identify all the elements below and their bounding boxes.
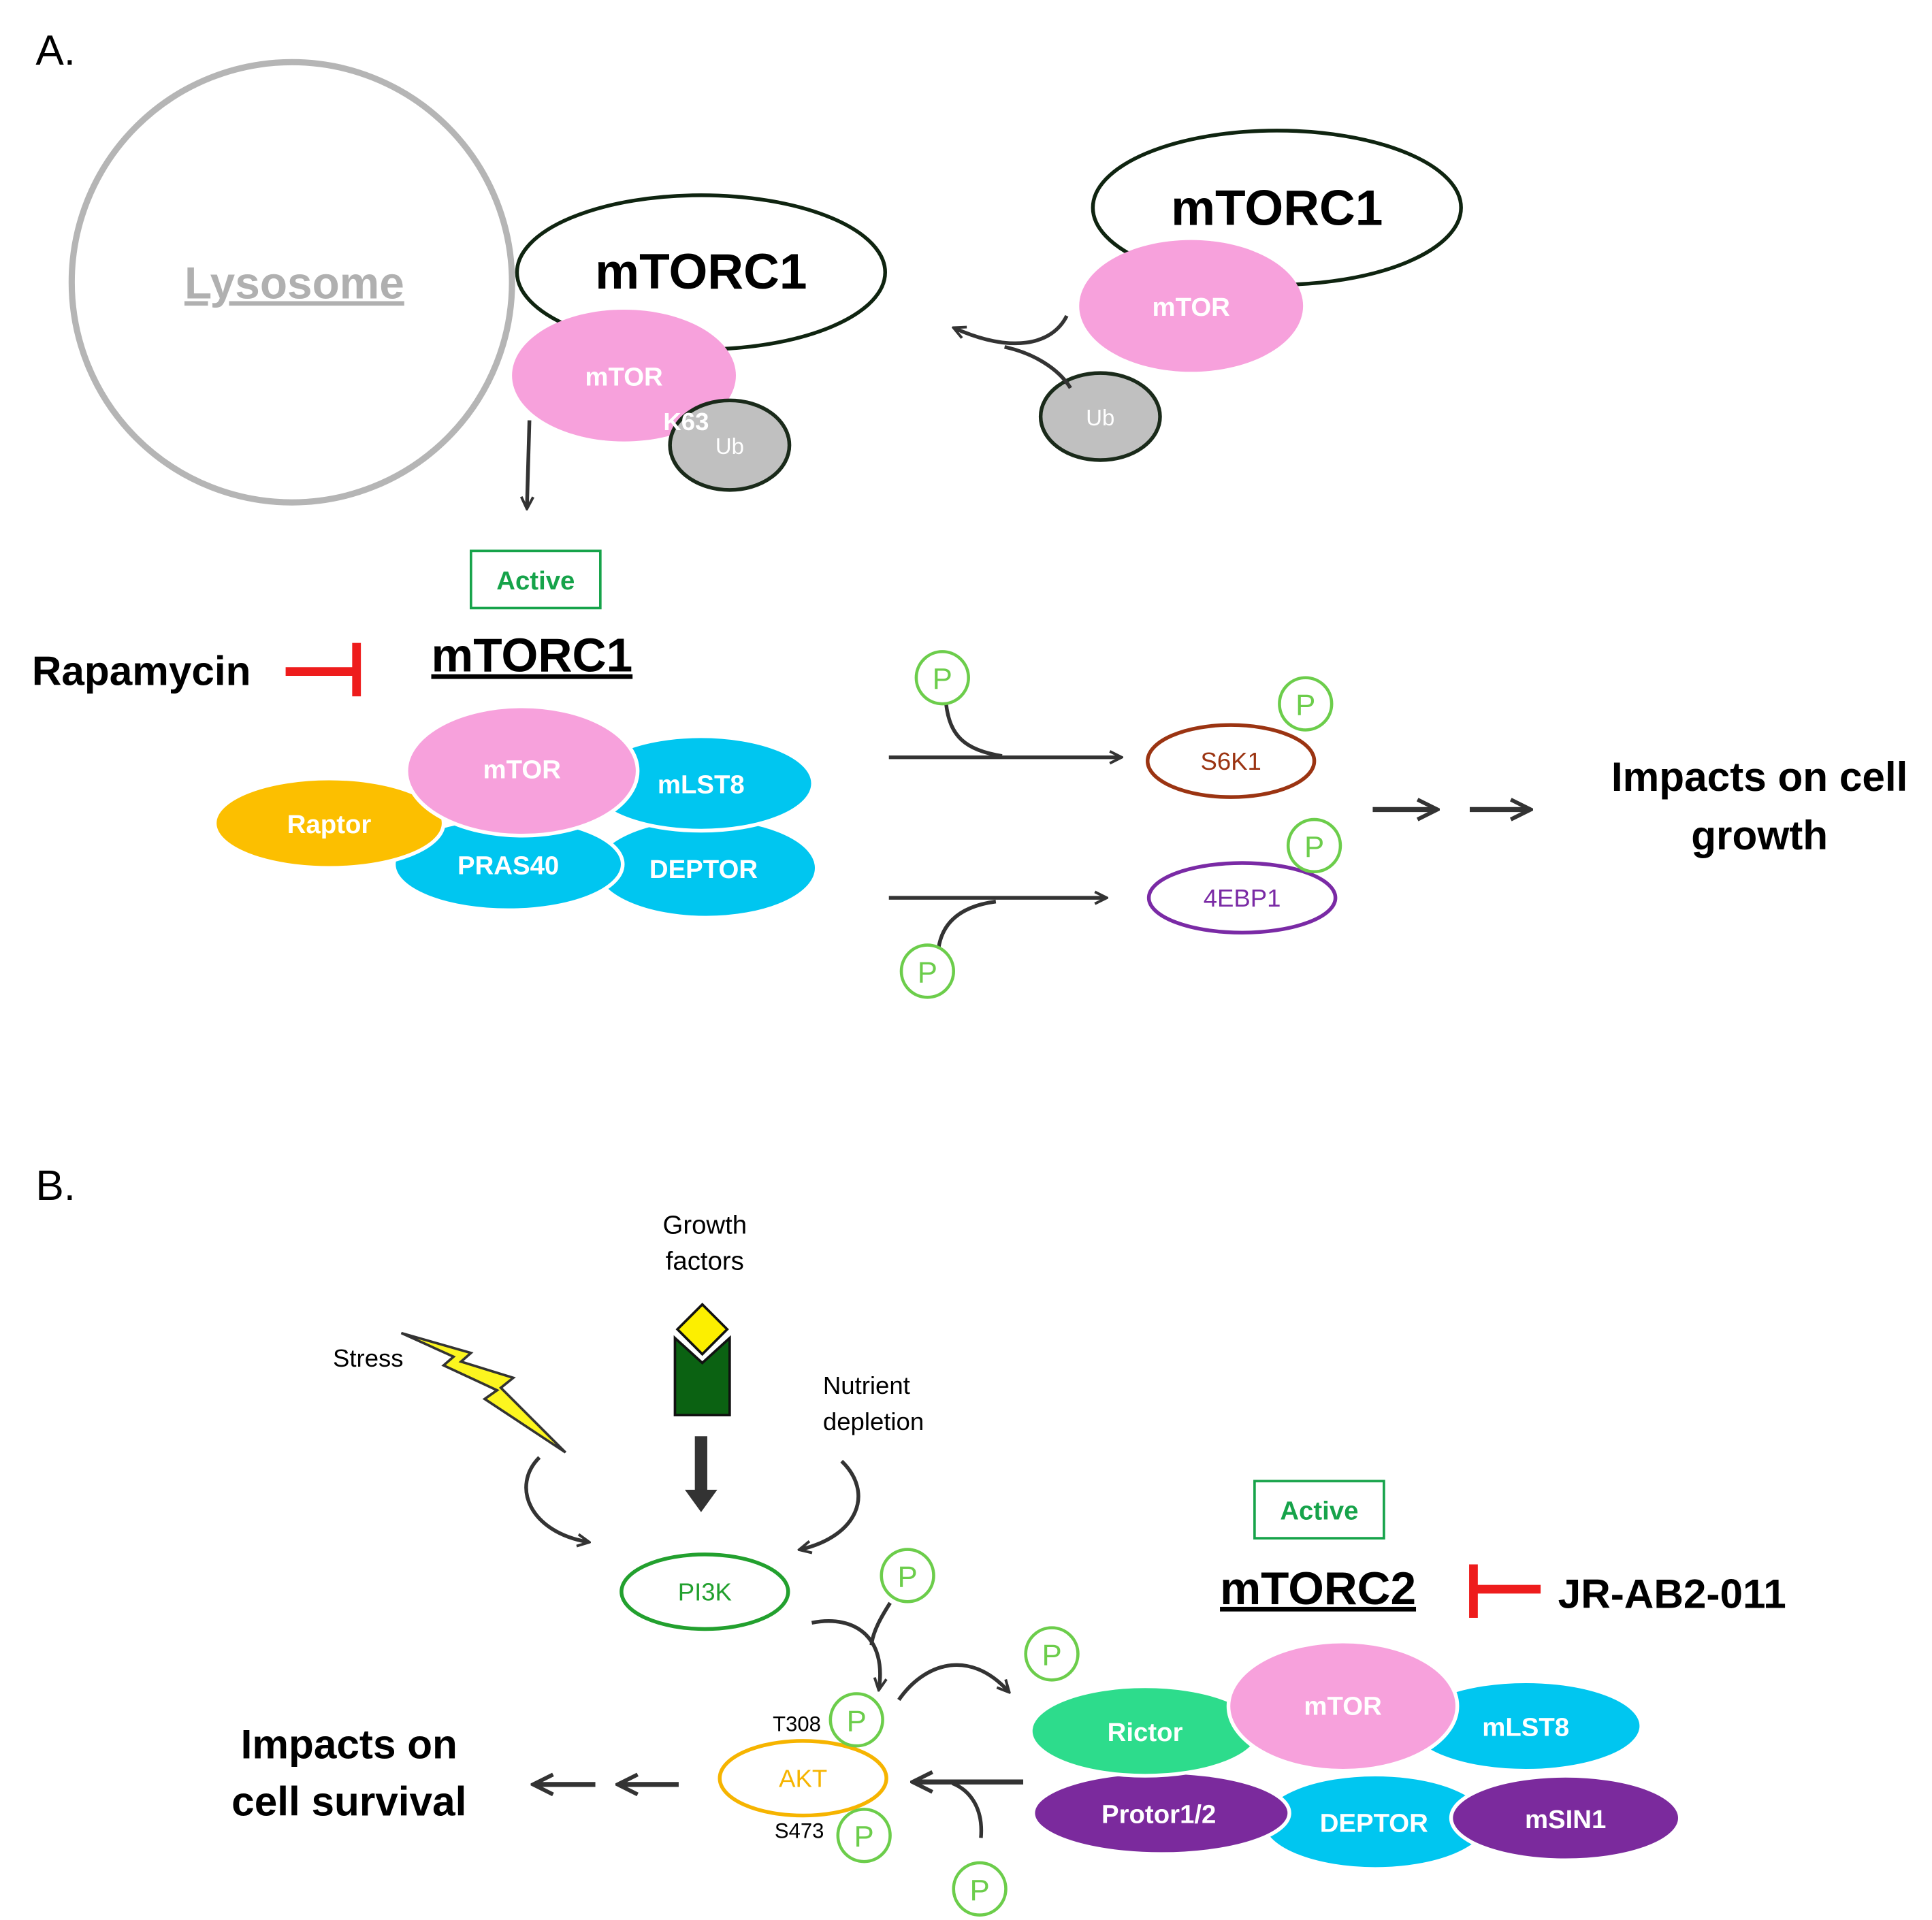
deubiquitination-branch [1004, 345, 1072, 389]
lysosome-membrane [68, 59, 515, 506]
nutrient-line1: Nutrient [823, 1371, 910, 1399]
ubiquitin-icon [1038, 371, 1162, 462]
phosphate-icon [1278, 676, 1334, 732]
protor-label: Protor1/2 [1101, 1800, 1216, 1829]
ubiquitin-icon [668, 398, 792, 492]
mtorc1-label-right: mTORC1 [1171, 181, 1383, 236]
receptor-arrow-head [685, 1489, 718, 1512]
rapamycin-label: Rapamycin [32, 648, 251, 694]
akt-to-mtorc2-arrow [897, 1663, 1008, 1702]
phosphate-label: P [898, 1560, 918, 1593]
ub-label-right: Ub [1086, 405, 1114, 430]
mtor-label-right: mTOR [1153, 293, 1230, 322]
nutrient-line2: depletion [823, 1408, 924, 1435]
impacts-growth-line1: Impacts on cell [1611, 753, 1908, 800]
panel-b-label: B. [35, 1162, 76, 1209]
4ebp1-node [1146, 861, 1338, 935]
phosphate-donation-4ebp1 [937, 899, 997, 948]
phosphate-label: P [918, 956, 937, 989]
ub-label-left: Ub [715, 434, 744, 459]
lysosome-label: Lysosome [184, 257, 404, 308]
pras40-label: PRAS40 [457, 851, 559, 880]
phosphate-label: P [854, 1820, 874, 1853]
mlst8-label-a: mLST8 [658, 770, 745, 800]
4ebp1-label: 4EBP1 [1204, 884, 1281, 912]
mtor-label-b: mTOR [1304, 1692, 1381, 1721]
s6k1-label: S6K1 [1200, 747, 1261, 775]
phosphate-icon [952, 1861, 1008, 1917]
s6k1-node [1146, 723, 1317, 799]
phosphate-icon [828, 1692, 884, 1748]
phosphate-label: P [1042, 1638, 1061, 1672]
stress-label: Stress [333, 1344, 404, 1372]
akt-node [718, 1739, 888, 1818]
mtorc1-complex-title: mTORC1 [432, 629, 633, 682]
mtor-label-left: mTOR [585, 362, 662, 391]
pi3k-node [619, 1552, 790, 1631]
phosphate-icon [1286, 817, 1342, 874]
phosphate-label: P [1304, 830, 1324, 864]
pi3k-to-akt-arrow [811, 1619, 880, 1689]
t308-label: T308 [773, 1712, 821, 1736]
mtorc2-complex-title: mTORC2 [1220, 1563, 1416, 1614]
deptor-label-a: DEPTOR [649, 855, 758, 884]
mtor-subunit-b [1226, 1639, 1460, 1773]
deptor-label-b: DEPTOR [1320, 1808, 1428, 1838]
nutrient-arrow [801, 1459, 860, 1550]
impacts-survival-line2: cell survival [231, 1778, 466, 1825]
growth-factor-receptor-icon [673, 1303, 731, 1417]
raptor-label: Raptor [287, 810, 372, 839]
active-label-mtorc2: Active [1280, 1497, 1358, 1526]
pi3k-label: PI3K [678, 1578, 732, 1606]
impacts-growth-line2: growth [1691, 812, 1828, 858]
active-badge-mtorc1 [469, 549, 602, 610]
msin1-subunit [1449, 1774, 1682, 1863]
phosphate-icon [836, 1808, 892, 1864]
phosphate-label: P [847, 1704, 867, 1738]
s473-label: S473 [775, 1819, 824, 1842]
mlst8-label-b: mLST8 [1482, 1713, 1569, 1742]
activation-arrow-down [527, 420, 530, 508]
mtor-subunit-a [404, 704, 640, 838]
phosphate-icon [914, 650, 970, 706]
active-label-mtorc1: Active [496, 566, 575, 596]
rictor-label: Rictor [1108, 1718, 1183, 1747]
raptor-subunit [212, 777, 446, 870]
lightning-bolt-icon [400, 1331, 566, 1454]
mtor-subunit-right [1079, 240, 1304, 372]
akt-label: AKT [779, 1765, 827, 1793]
growth-factors-line2: factors [666, 1246, 744, 1275]
deubiquitination-arrow [955, 314, 1069, 346]
phosphate-donation-s473 [951, 1781, 984, 1838]
phosphate-icon [880, 1548, 935, 1604]
phosphate-label: P [933, 662, 952, 696]
growth-factors-line1: Growth [662, 1210, 747, 1239]
phosphate-icon [899, 943, 956, 999]
msin1-label: mSIN1 [1525, 1805, 1606, 1834]
phosphate-label: P [969, 1874, 989, 1907]
phosphate-label: P [1295, 689, 1315, 722]
k63-label: K63 [663, 408, 709, 436]
mtor-label-a: mTOR [483, 755, 561, 785]
mtorc1-label-left: mTORC1 [595, 244, 807, 299]
phosphate-icon [1024, 1626, 1080, 1682]
mtor-subunit-left [512, 309, 736, 442]
active-badge-mtorc2 [1253, 1480, 1385, 1540]
phosphate-donation-s6k1 [944, 703, 1003, 758]
stress-arrow [524, 1456, 588, 1542]
phosphate-donation-t308 [869, 1601, 892, 1646]
panel-a-label: A. [35, 27, 76, 74]
impacts-survival-line1: Impacts on [241, 1721, 457, 1767]
jrab2-label: JR-AB2-011 [1558, 1570, 1786, 1616]
